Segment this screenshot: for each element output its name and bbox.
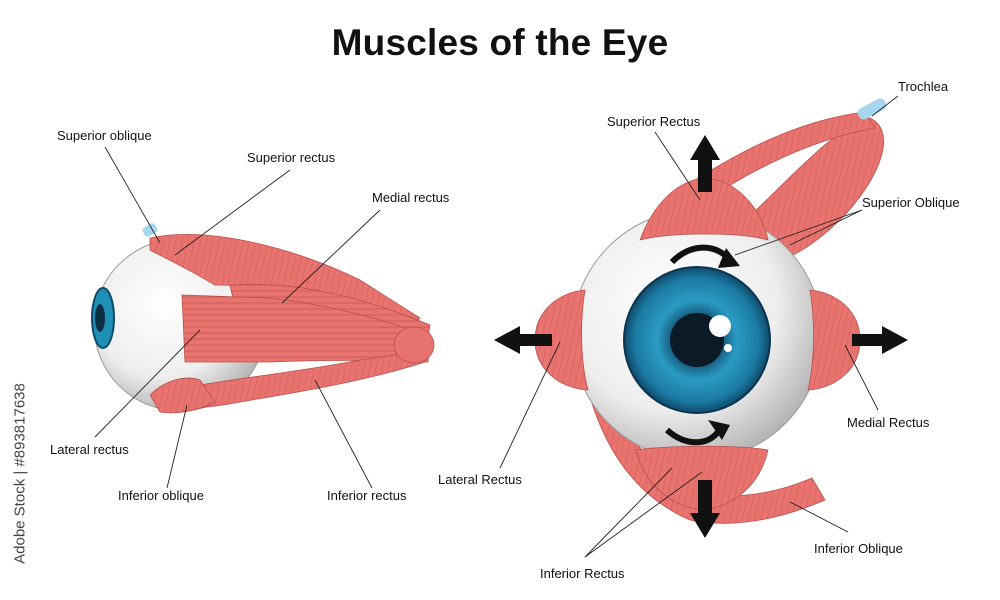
label-front-medial-rectus: Medial Rectus: [847, 415, 930, 430]
diagram-title: Muscles of the Eye: [331, 22, 669, 63]
front-superior-oblique: [739, 117, 884, 263]
front-leader-lines: [499, 95, 899, 558]
label-side-inferior-oblique: Inferior oblique: [118, 488, 204, 503]
stock-watermark: Adobe Stock | #893817638: [11, 383, 29, 564]
side-trochlea: [142, 223, 158, 237]
front-superior-rectus: [639, 177, 769, 241]
label-side-superior-rectus: Superior rectus: [247, 150, 336, 165]
front-inferior-rectus: [635, 445, 769, 511]
side-inferior-rectus: [159, 349, 429, 409]
rotation-arrow-top-icon: [669, 244, 728, 265]
label-side-medial-rectus: Medial rectus: [372, 190, 450, 205]
front-medial-rectus: [807, 289, 861, 391]
rotation-arrow-bottom-icon: [665, 427, 721, 446]
label-front-superior-oblique: Superior Oblique: [862, 195, 960, 210]
label-side-inferior-rectus: Inferior rectus: [327, 488, 407, 503]
movement-arrows: [494, 135, 908, 538]
rotation-arrows: [665, 244, 728, 446]
front-trochlea: [857, 98, 887, 120]
label-front-inferior-oblique: Inferior Oblique: [814, 541, 903, 556]
label-front-inferior-rectus: Inferior Rectus: [540, 566, 625, 581]
side-inferior-oblique: [149, 377, 216, 414]
front-view-eye: [534, 98, 887, 524]
label-front-superior-rectus: Superior Rectus: [607, 114, 701, 129]
front-lateral-rectus: [534, 289, 589, 391]
arrow-left-icon: [494, 326, 552, 354]
label-side-superior-oblique: Superior oblique: [57, 128, 152, 143]
label-front-trochlea: Trochlea: [898, 79, 949, 94]
side-leader-lines: [94, 146, 381, 489]
label-side-lateral-rectus: Lateral rectus: [50, 442, 129, 457]
label-front-lateral-rectus: Lateral Rectus: [438, 472, 522, 487]
side-view-eye: [91, 223, 435, 414]
arrow-up-icon: [690, 135, 720, 192]
arrow-down-icon: [690, 480, 720, 538]
side-lateral-rectus: [181, 294, 431, 363]
arrow-right-icon: [852, 326, 908, 354]
